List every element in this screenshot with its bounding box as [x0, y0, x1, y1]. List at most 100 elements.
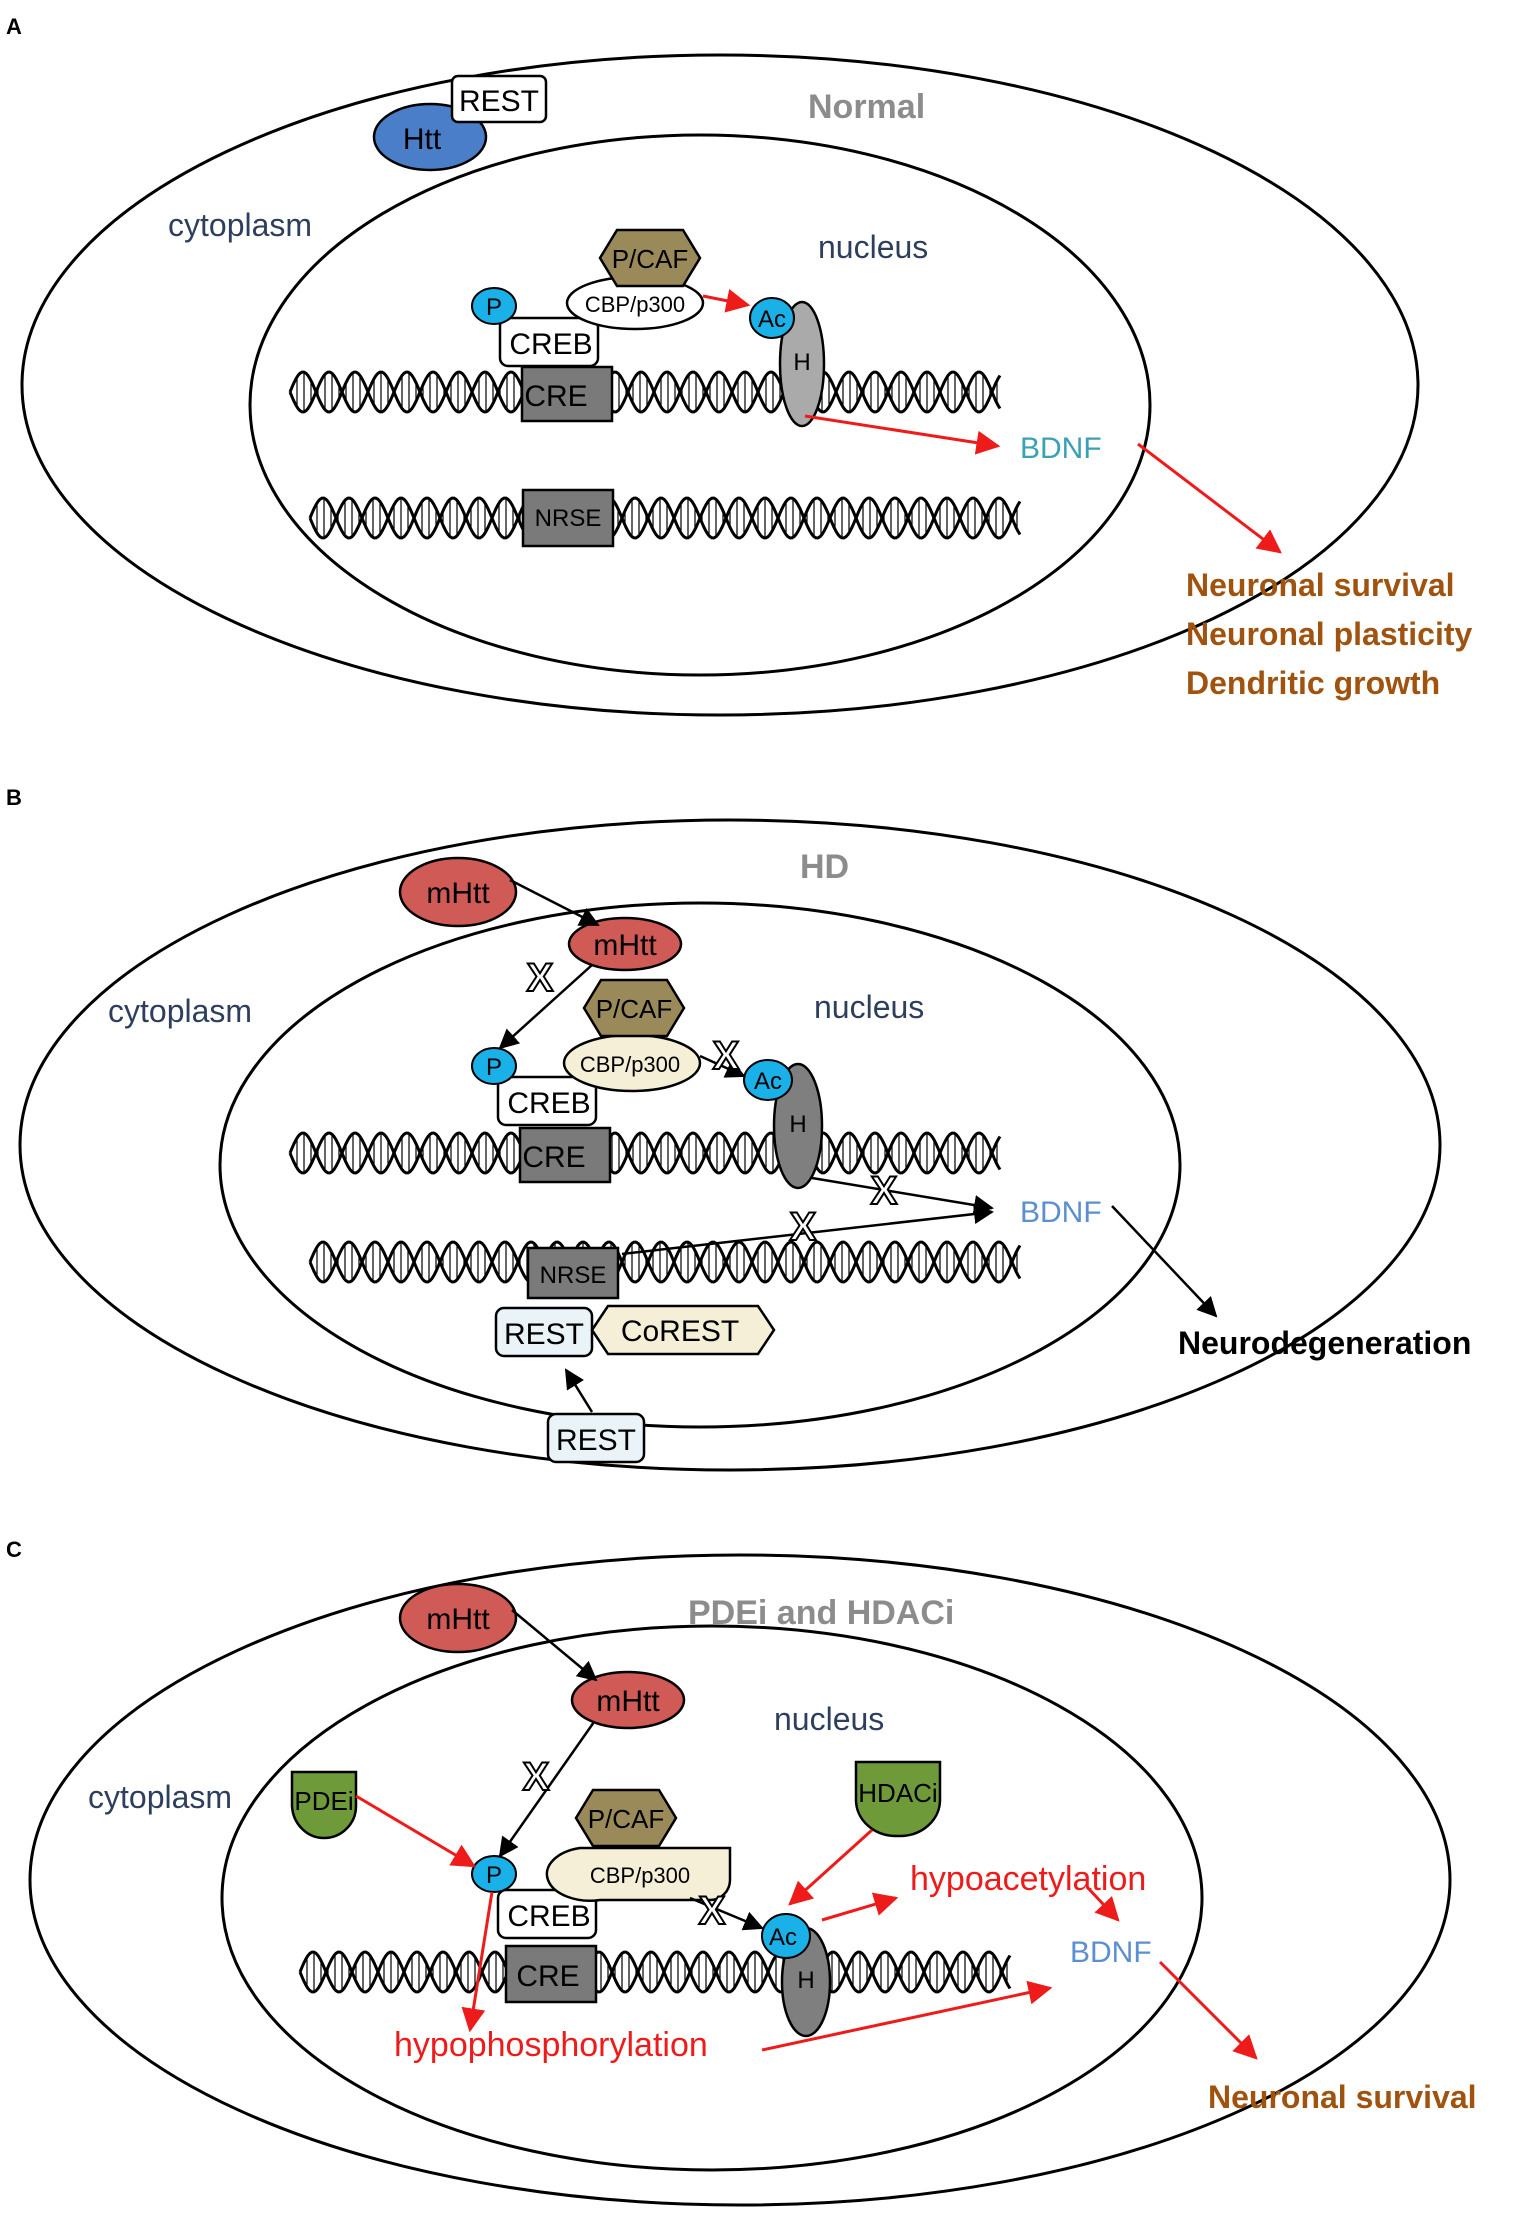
panel-a-letter: A — [6, 14, 22, 39]
panel-b-block-x-4: X — [789, 1204, 818, 1250]
panel-b-title: HD — [800, 848, 849, 886]
panel-b-arrow-histone-to-bdnf — [811, 1176, 994, 1215]
panel-a-nrse-label: NRSE — [535, 505, 602, 532]
panel-b-arrow-rest-import — [564, 1368, 594, 1413]
panel-b-arrow-mhtt-import — [509, 878, 600, 927]
panel-b-pcaf-label: P/CAF — [596, 994, 673, 1024]
panel-a-cre-label: CRE — [524, 380, 587, 413]
panel-c-cytoplasm-label: cytoplasm — [88, 1779, 232, 1815]
panel-c-block-x: X — [698, 1888, 727, 1934]
panel-c-arrow-hypophos-to-bdnf — [761, 1980, 1053, 2052]
panel-a: A Normal cytoplasm nucleus Htt REST CRE … — [6, 14, 1473, 717]
panel-c-mhtt-cyto-oval — [398, 1582, 518, 1654]
panel-b-outcome: Neurodegeneration — [1178, 1325, 1471, 1361]
panel-a-pcaf-label: P/CAF — [612, 244, 689, 274]
panel-a-acetyl-circle — [749, 297, 795, 339]
panel-c-pdei-label: PDEi — [294, 1786, 353, 1816]
panel-c-creb-label: CREB — [507, 1900, 590, 1933]
panel-c-acetyl-label: Ac — [769, 1924, 797, 1951]
panel-b-pcaf-hexagon — [582, 978, 686, 1038]
panel-c-creb-box — [496, 1888, 598, 1940]
panel-b-cell-membrane — [18, 818, 1442, 1472]
panel-b-mhtt-nuc-label: mHtt — [593, 929, 657, 962]
panel-c-cre-label: CRE — [516, 1960, 579, 1993]
panel-a-dna-upper — [288, 370, 1002, 414]
panel-b-cre-box — [518, 1126, 612, 1184]
panel-c-mhtt-nuc-label: mHtt — [596, 1685, 660, 1718]
panel-b-creb-box — [496, 1075, 598, 1127]
panel-c: C PDEi and HDACi cytoplasm nucleus mHtt … — [6, 1537, 1477, 2207]
svg-text:X: X — [790, 1205, 817, 1249]
panel-c-hypoacetylation-label: hypoacetylation — [910, 1860, 1146, 1898]
panel-b: B HD cytoplasm nucleus mHtt mHtt CRE CRE… — [6, 785, 1471, 1472]
panel-b-block-x-2: X — [712, 1033, 741, 1079]
panel-a-rest-box — [450, 74, 548, 124]
panel-b-cytoplasm-label: cytoplasm — [108, 993, 252, 1029]
panel-c-mhtt-nuc-oval — [570, 1670, 686, 1730]
panel-a-arrow-histone-to-bdnf — [804, 414, 1001, 455]
panel-a-arrow-cbp-to-ac — [702, 288, 751, 313]
panel-b-rest-cyto-box — [546, 1412, 646, 1464]
panel-b-nucleus-label: nucleus — [814, 989, 924, 1025]
panel-c-mhtt-cyto-label: mHtt — [426, 1603, 490, 1636]
panel-c-block-x-mhtt: X — [522, 1754, 551, 1800]
panel-a-acetyl-label: Ac — [758, 306, 786, 333]
panel-c-arrow-bdnf-to-survival — [1158, 1960, 1258, 2060]
panel-a-creb-label: CREB — [509, 328, 592, 361]
panel-b-acetyl-circle — [743, 1059, 793, 1101]
panel-c-arrow-cbp-to-ac — [689, 1896, 764, 1931]
panel-b-cbp-label: CBP/p300 — [580, 1052, 680, 1077]
panel-b-letter: B — [6, 785, 22, 810]
panel-b-acetyl-label: Ac — [754, 1068, 782, 1095]
panel-b-phospho-label: P — [486, 1054, 502, 1081]
panel-c-arrow-mhtt-import — [511, 1609, 598, 1682]
panel-b-corest-shape — [590, 1304, 776, 1356]
panel-b-mhtt-cyto-oval — [398, 856, 518, 928]
panel-b-mhtt-cyto-label: mHtt — [426, 877, 490, 910]
panel-a-arrow-bdnf-to-outcomes — [1137, 442, 1282, 554]
panel-a-outcome-3: Dendritic growth — [1186, 665, 1440, 701]
panel-a-histone-oval — [778, 300, 826, 428]
panel-b-arrow-bdnf-to-neurodegeneration — [1111, 1205, 1218, 1318]
panel-b-histone-label: H — [789, 1111, 806, 1138]
panel-b-mhtt-nuc-oval — [567, 916, 683, 972]
panel-b-nuclear-membrane — [218, 901, 1182, 1429]
panel-a-htt-label: Htt — [403, 123, 442, 156]
panel-a-outcome-1: Neuronal survival — [1186, 567, 1455, 603]
panel-c-arrow-hypoacetyl-to-bdnf — [1086, 1886, 1120, 1922]
panel-b-nrse-label: NRSE — [540, 1262, 607, 1289]
panel-c-cbp-label: CBP/p300 — [590, 1863, 690, 1888]
panel-c-nuclear-membrane — [220, 1624, 1204, 2172]
panel-a-nucleus-label: nucleus — [818, 229, 928, 265]
panel-a-outcome-2: Neuronal plasticity — [1186, 616, 1473, 652]
panel-b-nrse-box — [526, 1246, 620, 1300]
panel-c-hdaci-shape — [854, 1760, 942, 1838]
panel-b-block-x-1: X — [526, 955, 555, 1001]
panel-c-cbp-shape — [545, 1846, 732, 1902]
panel-a-nrse-box — [521, 488, 615, 548]
svg-text:X: X — [527, 956, 554, 1000]
panel-c-bdnf-label: BDNF — [1070, 1936, 1152, 1969]
panel-a-histone-label: H — [793, 349, 810, 376]
svg-text:X: X — [699, 1889, 726, 1933]
panel-c-letter: C — [6, 1537, 22, 1562]
panel-c-acetyl-circle — [761, 1913, 811, 1959]
panel-b-creb-label: CREB — [507, 1087, 590, 1120]
panel-b-arrow-nrse-to-bdnf — [621, 1204, 994, 1256]
panel-b-phospho-circle — [471, 1047, 517, 1085]
panel-b-corest-label: CoREST — [621, 1315, 739, 1348]
panel-b-dna-upper — [288, 1131, 1002, 1175]
panel-b-cre-label: CRE — [522, 1141, 585, 1174]
panel-c-dna — [298, 1950, 1012, 1994]
panel-b-arrow-cbp-to-ac — [699, 1054, 746, 1078]
panel-c-arrow-hdaci-to-ac — [788, 1828, 874, 1906]
panel-b-bdnf-label: BDNF — [1020, 1196, 1102, 1229]
panel-a-dna-lower — [308, 496, 1022, 540]
panel-c-histone-label: H — [797, 1967, 814, 1994]
panel-c-cell-membrane — [28, 1553, 1452, 2207]
panel-c-cre-box — [504, 1944, 598, 2004]
panel-a-rest-label: REST — [459, 85, 539, 118]
panel-a-nuclear-membrane — [248, 133, 1152, 677]
panel-c-hdaci-label: HDACi — [858, 1778, 937, 1808]
panel-c-pdei-shape — [290, 1770, 358, 1840]
